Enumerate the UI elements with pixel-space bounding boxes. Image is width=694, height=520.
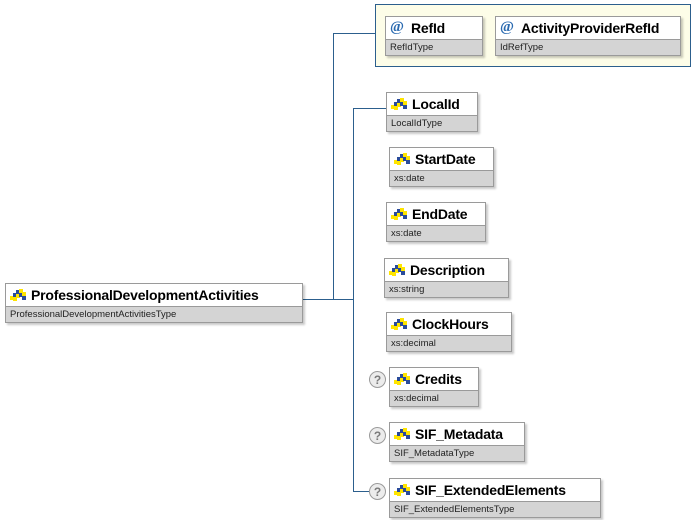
element-title: LocalId — [387, 93, 477, 115]
element-name: SIF_ExtendedElements — [415, 482, 566, 498]
element-name: LocalId — [412, 96, 460, 112]
attribute-type: IdRefType — [496, 39, 680, 55]
element-name: EndDate — [412, 206, 468, 222]
element-icon — [391, 317, 407, 331]
element-title: ProfessionalDevelopmentActivities — [6, 284, 302, 306]
connector-attribute-link — [333, 33, 375, 34]
element-name: ProfessionalDevelopmentActivities — [31, 287, 259, 303]
attribute-name: RefId — [411, 20, 446, 36]
attribute-group-box: @ RefId RefIdType @ ActivityProviderRefI… — [375, 4, 691, 67]
element-title: StartDate — [390, 148, 493, 170]
element-node-clockhours[interactable]: ClockHours xs:decimal — [386, 312, 512, 352]
element-type: SIF_MetadataType — [390, 445, 524, 461]
attribute-title: @ ActivityProviderRefId — [496, 17, 680, 39]
element-icon — [391, 97, 407, 111]
element-type: xs:date — [387, 225, 485, 241]
element-type: ProfessionalDevelopmentActivitiesType — [6, 306, 302, 322]
element-icon — [391, 207, 407, 221]
element-title: Credits — [390, 368, 478, 390]
attribute-node-refid[interactable]: @ RefId RefIdType — [385, 16, 483, 56]
element-title: SIF_Metadata — [390, 423, 524, 445]
optional-marker-sif-extendedelements: ? — [369, 483, 386, 500]
element-name: StartDate — [415, 151, 476, 167]
attribute-name: ActivityProviderRefId — [521, 20, 660, 36]
element-icon — [394, 372, 410, 386]
element-name: ClockHours — [412, 316, 489, 332]
element-name: SIF_Metadata — [415, 426, 503, 442]
attribute-icon: @ — [500, 19, 514, 35]
element-node-localid[interactable]: LocalId LocalIdType — [386, 92, 478, 132]
element-name: Description — [410, 262, 485, 278]
element-icon — [10, 288, 26, 302]
element-name: Credits — [415, 371, 462, 387]
element-title: SIF_ExtendedElements — [390, 479, 600, 501]
element-icon — [394, 427, 410, 441]
connector-attribute-riser — [333, 33, 334, 300]
connector-child-0 — [353, 108, 386, 109]
attribute-node-activityproviderrefid[interactable]: @ ActivityProviderRefId IdRefType — [495, 16, 681, 56]
element-type: xs:decimal — [387, 335, 511, 351]
element-icon — [389, 263, 405, 277]
optional-marker-credits: ? — [369, 371, 386, 388]
connector-children-spine — [353, 108, 354, 491]
element-icon — [394, 483, 410, 497]
element-title: Description — [385, 259, 508, 281]
optional-marker-sif-metadata: ? — [369, 427, 386, 444]
element-node-sif-extendedelements[interactable]: SIF_ExtendedElements SIF_ExtendedElement… — [389, 478, 601, 518]
attribute-type: RefIdType — [386, 39, 482, 55]
element-title: EndDate — [387, 203, 485, 225]
element-node-sif-metadata[interactable]: SIF_Metadata SIF_MetadataType — [389, 422, 525, 462]
attribute-icon: @ — [390, 19, 404, 35]
element-type: SIF_ExtendedElementsType — [390, 501, 600, 517]
element-type: LocalIdType — [387, 115, 477, 131]
element-node-startdate[interactable]: StartDate xs:date — [389, 147, 494, 187]
element-node-credits[interactable]: Credits xs:decimal — [389, 367, 479, 407]
element-type: xs:date — [390, 170, 493, 186]
element-icon — [394, 152, 410, 166]
element-node-professionaldevelopmentactivities[interactable]: ProfessionalDevelopmentActivities Profes… — [5, 283, 303, 323]
element-type: xs:decimal — [390, 390, 478, 406]
element-type: xs:string — [385, 281, 508, 297]
attribute-title: @ RefId — [386, 17, 482, 39]
element-node-enddate[interactable]: EndDate xs:date — [386, 202, 486, 242]
element-title: ClockHours — [387, 313, 511, 335]
connector-child-7 — [353, 491, 369, 492]
element-node-description[interactable]: Description xs:string — [384, 258, 509, 298]
connector-root-trunk — [303, 299, 353, 300]
